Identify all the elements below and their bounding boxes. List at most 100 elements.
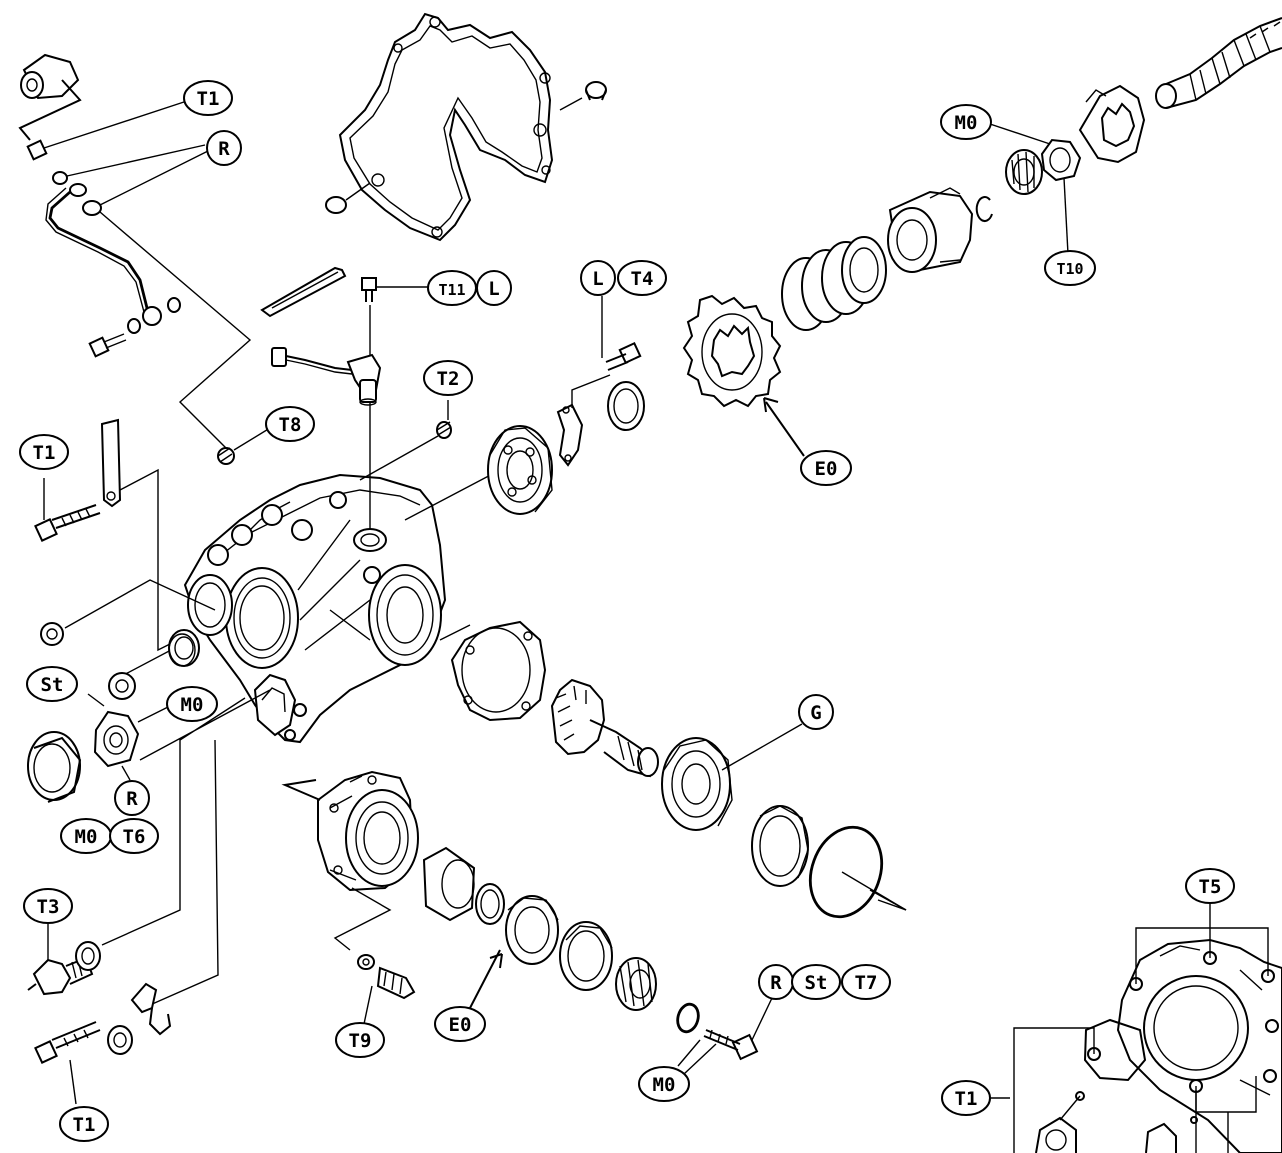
- dowel-pin-top: [559, 81, 607, 111]
- inset-leaders: [990, 904, 1269, 1153]
- svg-text:R: R: [218, 138, 230, 160]
- washer-left: [40, 622, 64, 646]
- label-m0-top: M0: [940, 104, 992, 140]
- svg-text:M0: M0: [653, 1074, 676, 1096]
- label-t2: T2: [423, 360, 473, 396]
- label-r-left: R: [114, 780, 150, 816]
- taper-bearing-e0: [469, 895, 559, 1009]
- inset-housing-view: [1035, 938, 1282, 1153]
- snap-ring: [975, 196, 993, 222]
- drive-pinion: [550, 678, 659, 778]
- bolt-t1-bottom: [34, 1021, 101, 1105]
- label-m0-bottom: M0: [638, 1066, 690, 1102]
- label-t3: T3: [23, 888, 73, 924]
- svg-text:T1: T1: [33, 442, 56, 464]
- svg-text:T1: T1: [197, 88, 220, 110]
- cable-tie: [260, 266, 347, 318]
- dowel-pin-left: [325, 182, 371, 214]
- svg-text:T6: T6: [123, 826, 146, 848]
- differential-housing: [183, 473, 447, 744]
- bolt-t4: [601, 296, 642, 371]
- output-shaft: [1155, 17, 1282, 109]
- label-t1-left: T1: [19, 434, 69, 470]
- spacer-tube: [422, 846, 476, 922]
- svg-text:T8: T8: [279, 414, 302, 436]
- speed-sensor: [271, 347, 382, 406]
- ball-bearing-g: [661, 723, 803, 831]
- washer-top-1: [52, 144, 206, 185]
- svg-text:T3: T3: [37, 896, 60, 918]
- taper-bearing-outer: [559, 921, 613, 991]
- union-bolt-top: [26, 99, 191, 161]
- svg-text:E0: E0: [449, 1014, 472, 1036]
- svg-text:T4: T4: [631, 268, 654, 290]
- coupling-flange: [1078, 84, 1146, 164]
- bolt-t1-left: [34, 478, 101, 542]
- svg-text:St: St: [41, 674, 64, 696]
- label-l-t4: L T4: [580, 260, 667, 296]
- breather-pipe: [45, 149, 211, 334]
- housing-leaders: [64, 469, 501, 1006]
- sensor-rotor: [682, 294, 805, 457]
- svg-text:L: L: [592, 268, 603, 290]
- washer-left-2: [108, 672, 136, 700]
- flange-nut: [87, 693, 171, 781]
- svg-text:R: R: [126, 788, 138, 810]
- lock-plate: [556, 374, 611, 467]
- svg-text:M0: M0: [955, 112, 978, 134]
- label-t1-bottom: T1: [59, 1106, 109, 1142]
- washer-bottom: [107, 1025, 133, 1055]
- spacer-ring: [607, 381, 645, 431]
- pipe-clip: [130, 982, 172, 1036]
- bolt-t9: [357, 954, 416, 1025]
- label-t1-top: T1: [183, 80, 233, 116]
- sensor-bolt: [361, 277, 430, 530]
- label-r-top: R: [206, 130, 242, 166]
- svg-text:M0: M0: [181, 694, 204, 716]
- label-t8: T8: [265, 406, 315, 442]
- svg-text:G: G: [810, 702, 821, 724]
- oil-seal-ring: [751, 805, 809, 887]
- oil-seal-left: [168, 629, 200, 667]
- label-m0-t6: M0 T6: [60, 818, 159, 854]
- bolt-t7: [677, 997, 773, 1075]
- roller-bearing: [615, 957, 657, 1011]
- svg-text:M0: M0: [75, 826, 98, 848]
- ball-bearing-upper: [487, 425, 553, 515]
- label-t10: T10: [1044, 250, 1096, 286]
- svg-text:T10: T10: [1056, 260, 1083, 278]
- dust-cap: [27, 731, 82, 803]
- coil-spring: [781, 236, 887, 331]
- label-st-left: St: [26, 666, 78, 702]
- svg-text:T5: T5: [1199, 876, 1222, 898]
- bearing-retainer: [281, 770, 419, 951]
- o-ring-large: [808, 825, 907, 919]
- needle-bearing: [1005, 149, 1043, 195]
- label-e0-bottom: E0: [434, 1006, 486, 1042]
- o-ring-small: [676, 1002, 700, 1034]
- svg-text:T7: T7: [855, 972, 878, 994]
- gasket-t3: [75, 941, 101, 971]
- plug-t2: [359, 400, 452, 481]
- bolt-pipe-clamp: [88, 333, 127, 358]
- drain-plug-t3: [27, 924, 94, 996]
- label-e0-top: E0: [800, 450, 852, 486]
- label-t5: T5: [1185, 868, 1235, 904]
- coupling-sleeve: [887, 187, 974, 273]
- label-r-st-t7: R St T7: [758, 964, 891, 1000]
- svg-text:T9: T9: [349, 1030, 372, 1052]
- shim-ring: [475, 883, 505, 925]
- label-m0-left: M0: [166, 686, 218, 722]
- label-t9: T9: [335, 1022, 385, 1058]
- label-t11-l: T11 L: [427, 270, 512, 306]
- svg-text:R: R: [770, 972, 782, 994]
- breather-leader: [99, 211, 252, 451]
- housing-gasket: [450, 620, 547, 722]
- label-t1-inset: T1: [941, 1080, 991, 1116]
- label-g: G: [798, 694, 834, 730]
- breather-elbow: [18, 53, 82, 141]
- rear-cover-gasket: [338, 12, 554, 242]
- svg-text:E0: E0: [815, 458, 838, 480]
- svg-text:T2: T2: [437, 368, 460, 390]
